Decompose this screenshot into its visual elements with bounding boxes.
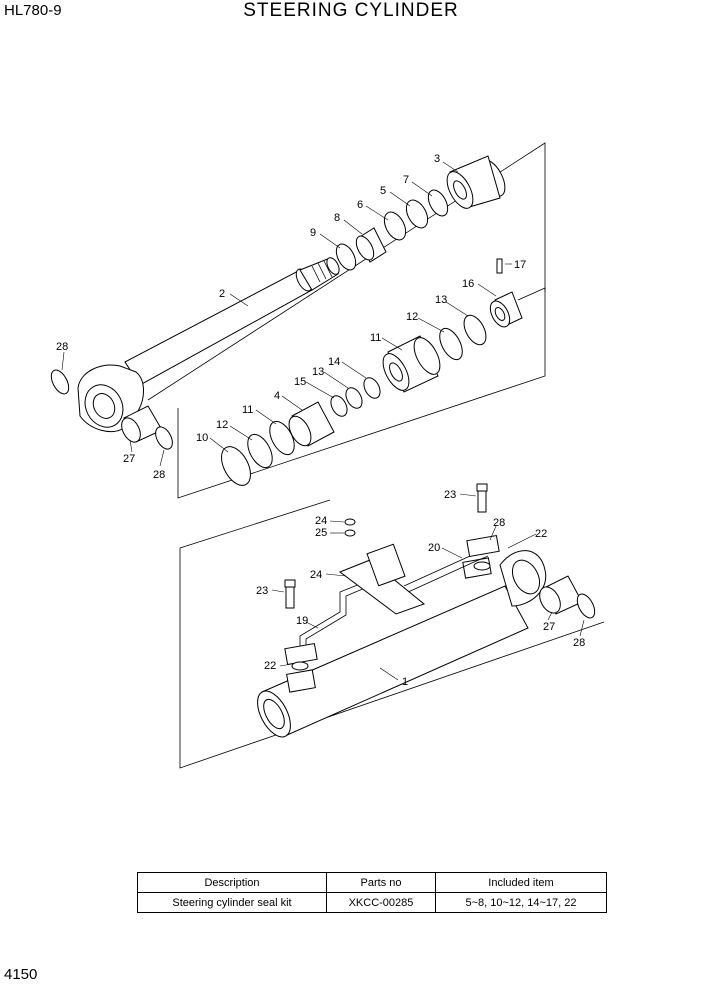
callout-28-rod-end: 28 [153, 469, 165, 481]
callout-28-tube: 28 [573, 637, 585, 649]
ring-28-tube [576, 593, 596, 619]
callout-28-rod: 28 [56, 341, 68, 353]
callout-1: 1 [402, 676, 408, 688]
cell-parts-no: XKCC-00285 [326, 892, 436, 913]
ring-28-rod-end [155, 426, 173, 450]
model-label: HL780-9 [4, 2, 62, 19]
callout-22-right: 22 [535, 528, 547, 540]
cell-description: Steering cylinder seal kit [137, 892, 327, 913]
ring-28-rod [50, 369, 70, 395]
callout-23-right: 23 [444, 489, 456, 501]
washer-26 [344, 529, 356, 537]
header-parts-no: Parts no [326, 872, 436, 893]
seal-kit-table: Description Parts no Included item Steer… [137, 872, 607, 913]
callout-8: 8 [334, 212, 340, 224]
ring-12 [247, 433, 273, 469]
callout-24: 24 [310, 569, 322, 581]
callout-23-left: 23 [256, 585, 268, 597]
ring-14 [345, 387, 363, 409]
setscrew-19 [496, 258, 503, 274]
header-included-item: Included item [435, 872, 607, 893]
port-block-left [286, 669, 316, 693]
page-title: STEERING CYLINDER [243, 0, 459, 21]
callout-15-a: 14 [328, 356, 340, 368]
nut-18 [489, 291, 523, 328]
flange-22-left [284, 642, 318, 666]
pipe-20 [299, 575, 381, 650]
callout-21: 20 [428, 542, 440, 554]
gland-3 [446, 155, 506, 209]
callout-19: 17 [514, 259, 526, 271]
ring-17 [463, 314, 487, 346]
ring-15-b [330, 395, 348, 417]
callout-5: 5 [380, 185, 386, 197]
callout-27-rod: 27 [123, 453, 135, 465]
piston-rod [77, 257, 340, 432]
callout-7: 7 [403, 174, 409, 186]
callout-11: 11 [242, 404, 253, 416]
callout-16: 12 [406, 311, 418, 323]
table-header-row: Description Parts no Included item [137, 872, 607, 893]
callout-9: 9 [310, 227, 316, 239]
clamp-24 [338, 559, 426, 615]
bolt-23-left [285, 583, 295, 609]
callout-22-left: 22 [264, 660, 276, 672]
callout-13: 11 [370, 332, 381, 344]
flange-22-right [466, 534, 500, 558]
callout-12: 12 [216, 419, 228, 431]
piston-frame-outline [177, 287, 546, 499]
callout-4: 4 [274, 390, 280, 402]
header-description: Description [137, 872, 327, 893]
callout-28-tube-top: 28 [493, 517, 505, 529]
callout-10: 10 [196, 432, 208, 444]
cylinder-tube [257, 550, 547, 738]
bushing-8 [355, 227, 387, 263]
callout-20: 19 [296, 615, 308, 627]
ring-7 [427, 189, 449, 217]
callout-26: 25 [315, 527, 327, 539]
callout-14: 13 [312, 366, 324, 378]
page-number: 4150 [4, 966, 38, 983]
leader-lines [61, 161, 585, 681]
ring-16 [439, 327, 463, 361]
callout-17: 13 [435, 294, 447, 306]
callout-3: 3 [434, 153, 440, 165]
callout-6: 6 [357, 199, 363, 211]
bushing-27-rod [121, 405, 163, 443]
nut-25 [344, 518, 356, 526]
spacer-4 [288, 401, 335, 447]
cell-included-item: 5~8, 10~12, 14~17, 22 [435, 892, 607, 913]
bolt-23-right [477, 487, 487, 513]
ring-6 [383, 211, 407, 241]
ring-9 [335, 243, 357, 271]
callout-2: 2 [219, 288, 225, 300]
ring-15-a [363, 377, 381, 399]
callout-27-tube: 27 [543, 621, 555, 633]
callout-15-b: 15 [294, 376, 306, 388]
callout-18: 16 [462, 278, 474, 290]
tube-frame-outline [179, 548, 605, 769]
table-row: Steering cylinder seal kit XKCC-00285 5~… [137, 892, 607, 913]
ring-10 [221, 446, 251, 486]
piston-13 [382, 335, 441, 393]
ring-5 [405, 199, 429, 229]
callout-25: 24 [315, 515, 327, 527]
rod-frame-outline [147, 142, 546, 401]
